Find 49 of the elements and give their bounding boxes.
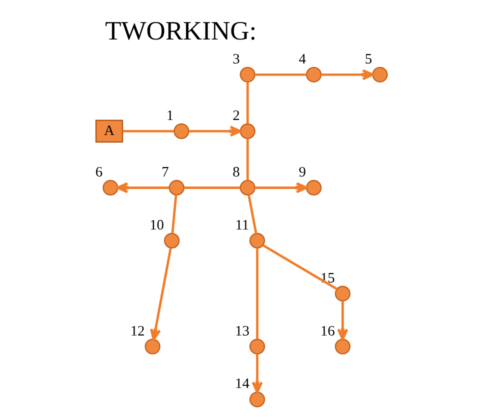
node-label: 13	[234, 323, 250, 340]
node-circle	[168, 180, 184, 196]
node-label: 5	[364, 51, 372, 68]
arrow	[337, 301, 348, 340]
node-circle	[306, 180, 322, 196]
arrow	[116, 182, 170, 194]
node-circle	[334, 286, 350, 302]
node-label: 3	[232, 51, 240, 68]
node-label: 11	[235, 217, 250, 234]
node-circle	[249, 392, 266, 408]
connector	[256, 248, 258, 339]
arrow	[188, 126, 242, 137]
node-circle	[144, 338, 160, 354]
node-label: 16	[320, 323, 335, 340]
node-label: 10	[150, 217, 164, 234]
node-circle	[174, 123, 190, 140]
node-label: 9	[298, 164, 306, 180]
node-label: 6	[95, 164, 103, 180]
node-circle	[249, 338, 266, 354]
arrow	[252, 354, 263, 394]
node-box: A	[95, 120, 124, 143]
connector	[262, 244, 338, 290]
arrow	[321, 69, 374, 80]
node-circle	[240, 180, 256, 196]
connector	[246, 138, 249, 180]
node-label: 2	[232, 108, 240, 124]
node-circle	[249, 232, 266, 248]
node-label: 4	[298, 51, 306, 68]
connector	[248, 194, 258, 234]
connector	[122, 130, 174, 132]
connector	[184, 186, 240, 189]
node-circle	[240, 123, 256, 140]
node-circle	[306, 66, 322, 82]
node-circle	[102, 180, 118, 196]
node-label: 1	[166, 108, 174, 124]
node-circle	[164, 232, 180, 248]
connector	[254, 73, 306, 76]
arrow	[150, 248, 172, 341]
node-circle	[372, 66, 388, 82]
node-label: 7	[162, 164, 169, 180]
arrow	[254, 182, 308, 194]
node-circle	[334, 338, 350, 354]
node-label: 14	[234, 376, 250, 392]
diagram-title: TWORKING:	[105, 15, 257, 46]
node-circle	[240, 66, 256, 82]
node-label: 8	[232, 164, 240, 180]
connector	[246, 82, 249, 124]
connector	[171, 195, 178, 234]
node-label: 12	[130, 323, 145, 340]
